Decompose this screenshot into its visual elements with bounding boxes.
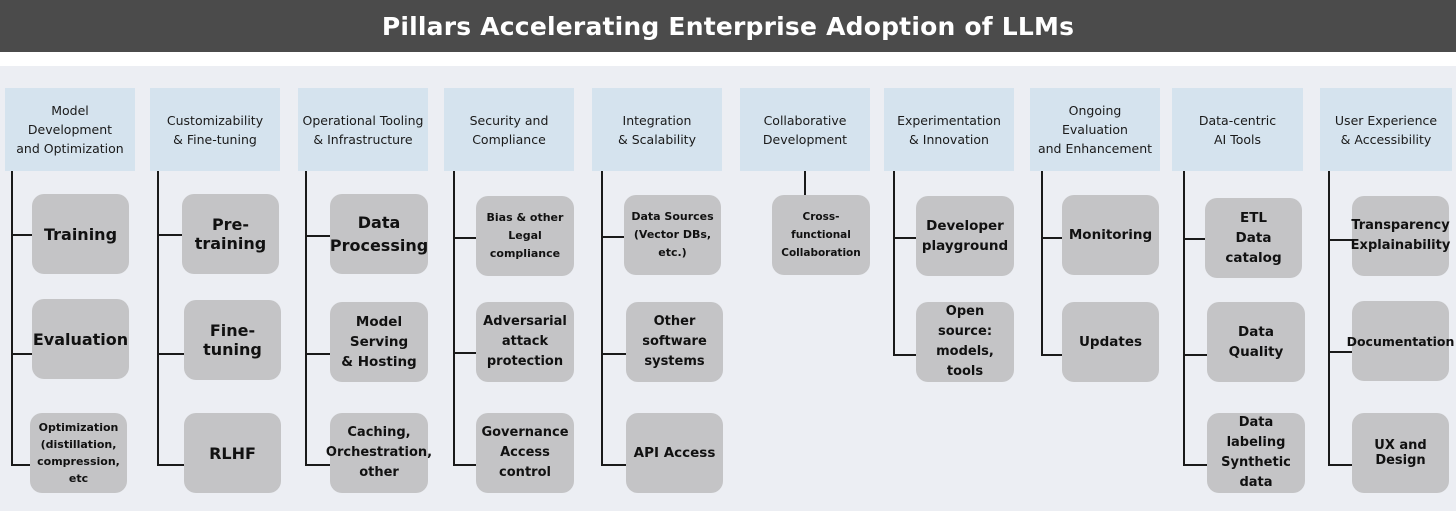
connector-branch (893, 354, 916, 356)
item-documentation: Documentation (1347, 301, 1454, 381)
item-caching-orchestration: Caching, Orchestration, other (326, 413, 432, 493)
connector-branch (601, 464, 626, 466)
connector-branch (305, 353, 330, 355)
connector-branch (601, 236, 624, 238)
connector-branch (453, 464, 476, 466)
connector-branch (1183, 238, 1205, 240)
connector-branch (11, 234, 32, 236)
pillar-header-security: Security and Compliance (444, 88, 574, 171)
connector-branch (11, 464, 30, 466)
connector-branch (157, 234, 182, 236)
connector-branch (1328, 239, 1352, 241)
connector-line (11, 171, 13, 465)
pillar-header-collaborative: Collaborative Development (740, 88, 870, 171)
connector-line (804, 171, 806, 195)
item-fine-tuning: Fine-tuning (184, 300, 281, 380)
connector-branch (1183, 464, 1207, 466)
pillar-header-data-centric: Data-centric AI Tools (1172, 88, 1303, 171)
pillar-header-operational-tooling: Operational Tooling & Infrastructure (298, 88, 428, 171)
connector-line (893, 171, 895, 355)
connector-line (1041, 171, 1043, 355)
pillar-header-experimentation: Experimentation & Innovation (884, 88, 1014, 171)
item-governance: Governance Access control (476, 413, 574, 493)
item-adversarial: Adversarial attack protection (476, 302, 574, 382)
connector-branch (453, 237, 476, 239)
diagram-title: Pillars Accelerating Enterprise Adoption… (0, 0, 1456, 52)
item-data-quality: Data Quality (1207, 302, 1305, 382)
item-open-source: Open source: models, tools (916, 302, 1014, 382)
connector-line (453, 171, 455, 465)
item-model-serving: Model Serving & Hosting (330, 302, 428, 382)
connector-branch (453, 352, 476, 354)
item-bias-legal: Bias & other Legal compliance (476, 196, 574, 276)
item-evaluation: Evaluation (32, 299, 129, 379)
connector-line (601, 171, 603, 465)
connector-line (305, 171, 307, 465)
item-transparency: Transparency Explainability (1351, 196, 1450, 276)
connector-branch (1041, 354, 1062, 356)
item-etl-data-catalog: ETL Data catalog (1205, 198, 1302, 278)
item-developer-playground: Developer playground (916, 196, 1014, 276)
connector-line (1183, 171, 1185, 465)
connector-branch (305, 235, 330, 237)
connector-branch (1328, 464, 1352, 466)
item-rlhf: RLHF (184, 413, 281, 493)
item-optimization: Optimization (distillation, compression,… (30, 413, 127, 493)
pillar-header-ongoing-evaluation: Ongoing Evaluation and Enhancement (1030, 88, 1160, 171)
connector-branch (157, 464, 184, 466)
connector-line (157, 171, 159, 465)
connector-branch (1041, 237, 1062, 239)
item-cross-functional: Cross-functional Collaboration (772, 195, 870, 275)
connector-branch (11, 353, 32, 355)
connector-line (1328, 171, 1330, 465)
pillar-header-model-development: Model Development and Optimization (5, 88, 135, 171)
item-training: Training (32, 194, 129, 274)
pillar-header-integration: Integration & Scalability (592, 88, 722, 171)
item-api-access: API Access (626, 413, 723, 493)
connector-branch (157, 353, 184, 355)
item-data-processing: Data Processing (330, 194, 428, 274)
pillar-header-user-experience: User Experience & Accessibility (1320, 88, 1452, 171)
pillar-header-customizability: Customizability & Fine-tuning (150, 88, 280, 171)
connector-branch (601, 353, 626, 355)
item-data-labeling: Data labeling Synthetic data (1207, 413, 1305, 493)
item-data-sources: Data Sources (Vector DBs, etc.) (624, 195, 721, 275)
diagram-canvas: Model Development and Optimization Train… (0, 66, 1456, 511)
item-updates: Updates (1062, 302, 1159, 382)
item-monitoring: Monitoring (1062, 195, 1159, 275)
item-ux-design: UX and Design (1352, 413, 1449, 493)
item-pre-training: Pre-training (182, 194, 279, 274)
connector-branch (305, 464, 330, 466)
connector-branch (1328, 351, 1352, 353)
connector-branch (1183, 354, 1207, 356)
item-other-software: Other software systems (626, 302, 723, 382)
connector-branch (893, 237, 916, 239)
